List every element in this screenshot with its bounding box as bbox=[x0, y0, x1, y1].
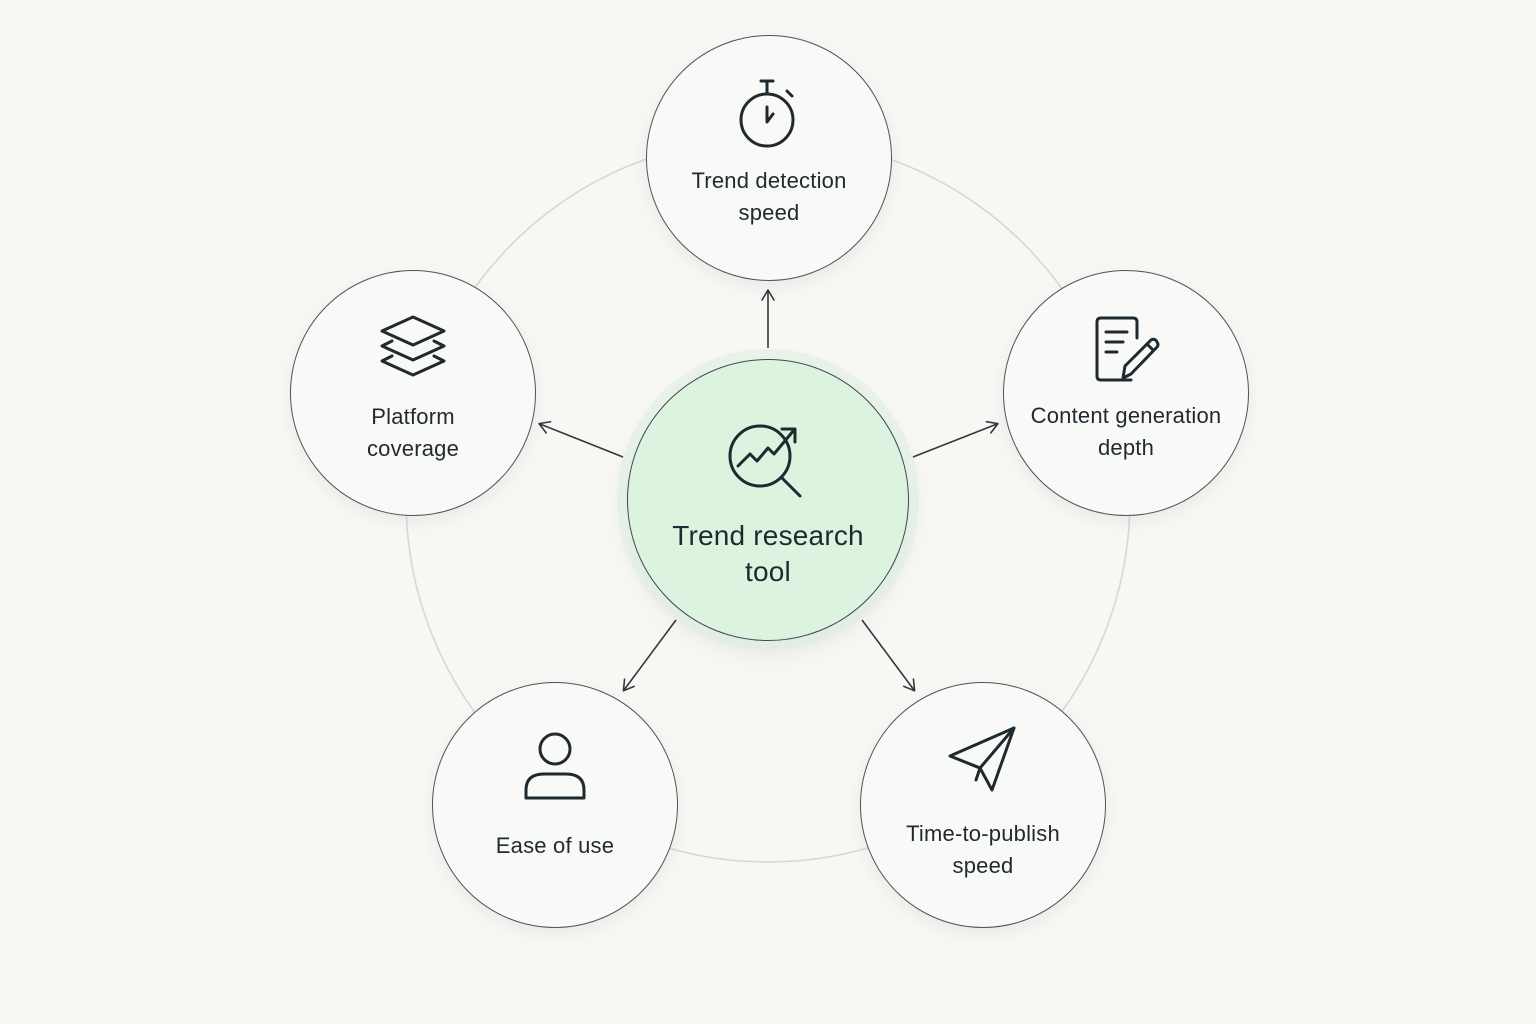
node-label: Time-to-publish speed bbox=[906, 821, 1060, 878]
layers-icon bbox=[380, 315, 446, 377]
connector-arrows bbox=[538, 289, 999, 692]
document-edit-icon bbox=[1095, 316, 1160, 382]
trend-search-icon bbox=[728, 424, 802, 498]
arrow-to-time-to-publish-speed bbox=[861, 619, 916, 692]
hub-node: Trend research tool bbox=[627, 359, 909, 641]
node-content-generation-depth: Content generation depth bbox=[1003, 270, 1249, 516]
node-label: Ease of use bbox=[495, 833, 615, 858]
node-label: Content generation depth bbox=[1030, 403, 1222, 460]
stopwatch-icon bbox=[739, 79, 795, 148]
node-ease-of-use: Ease of use bbox=[432, 682, 678, 928]
node-platform-coverage: Platform coverage bbox=[290, 270, 536, 516]
node-trend-detection-speed: Trend detection speed bbox=[646, 35, 892, 281]
node-label: Platform coverage bbox=[366, 404, 460, 461]
hub-label: Trend research tool bbox=[672, 520, 864, 587]
node-time-to-publish-speed: Time-to-publish speed bbox=[860, 682, 1106, 928]
node-label: Trend detection speed bbox=[691, 168, 847, 225]
paper-plane-icon bbox=[948, 726, 1016, 792]
arrow-to-ease-of-use bbox=[622, 619, 677, 692]
user-icon bbox=[524, 732, 586, 800]
arrow-to-platform-coverage bbox=[538, 420, 624, 458]
arrow-to-content-generation-depth bbox=[912, 420, 999, 458]
